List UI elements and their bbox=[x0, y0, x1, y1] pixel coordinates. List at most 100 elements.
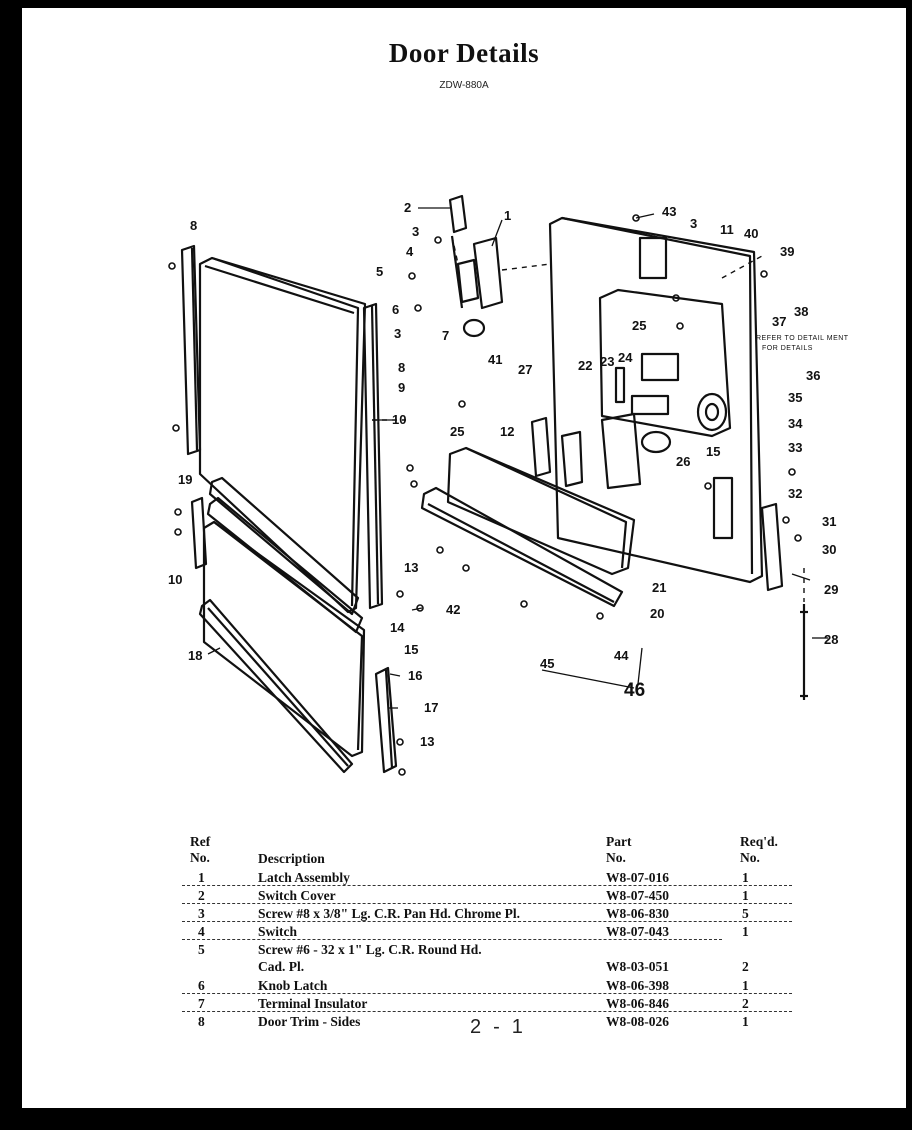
row-rule bbox=[182, 921, 792, 922]
table-row: 3 Screw #8 x 3/8" Lg. C.R. Pan Hd. Chrom… bbox=[182, 906, 792, 924]
table-row: 4 Switch W8-07-043 1 bbox=[182, 924, 792, 942]
header-part-line1: Part bbox=[606, 834, 632, 849]
callout-32: 32 bbox=[788, 486, 802, 501]
callout-33: 33 bbox=[788, 440, 802, 455]
callout-24: 24 bbox=[618, 350, 633, 365]
row-ref: 8 bbox=[198, 1014, 205, 1029]
callout-10b: 10 bbox=[168, 572, 182, 587]
callout-42: 42 bbox=[446, 602, 460, 617]
part-dispenser-cup bbox=[600, 412, 642, 490]
header-description: Description bbox=[258, 851, 325, 866]
diagram-sheet: Door Details ZDW-880A bbox=[22, 8, 906, 1108]
callout-28: 28 bbox=[824, 632, 838, 647]
table-row: 7 Terminal Insulator W8-06-846 2 bbox=[182, 996, 792, 1014]
callout-2: 2 bbox=[404, 200, 411, 215]
callout-14: 14 bbox=[390, 620, 405, 635]
part-knob bbox=[640, 430, 672, 454]
row-qty: 5 bbox=[742, 906, 749, 921]
callout-13b: 13 bbox=[420, 734, 434, 749]
row-qty: 2 bbox=[742, 959, 749, 974]
callout-25b: 25 bbox=[450, 424, 464, 439]
row-qty: 1 bbox=[742, 924, 749, 939]
part-switch-bracket bbox=[712, 476, 734, 540]
row-description: Switch Cover bbox=[258, 888, 336, 903]
row-description: Switch bbox=[258, 924, 298, 939]
callout-13: 13 bbox=[404, 560, 418, 575]
row-qty: 1 bbox=[742, 1014, 749, 1029]
callout-3b: 3 bbox=[394, 326, 401, 341]
callout-21: 21 bbox=[652, 580, 666, 595]
part-bottom-strip bbox=[198, 598, 354, 774]
callout-7: 7 bbox=[442, 328, 449, 343]
callout-31: 31 bbox=[822, 514, 836, 529]
header-req-line2: No. bbox=[740, 850, 760, 865]
part-dial-assembly bbox=[696, 392, 728, 432]
row-description: Terminal Insulator bbox=[258, 996, 368, 1011]
row-part: W8-06-846 bbox=[606, 996, 669, 1011]
callout-22: 22 bbox=[578, 358, 592, 373]
row-part: W8-06-830 bbox=[606, 906, 669, 921]
part-channel-frame-lower bbox=[420, 486, 624, 608]
callout-44: 44 bbox=[614, 648, 629, 663]
header-ref: Ref No. bbox=[190, 834, 210, 866]
row-description: Latch Assembly bbox=[258, 870, 350, 885]
row-part: W8-07-043 bbox=[606, 924, 669, 939]
callout-46: 46 bbox=[624, 680, 645, 701]
callout-9: 9 bbox=[398, 380, 405, 395]
row-part: W8-03-051 bbox=[606, 959, 669, 974]
part-liner-recess bbox=[598, 288, 732, 438]
row-rule bbox=[182, 903, 792, 904]
callout-36: 36 bbox=[806, 368, 820, 383]
row-rule bbox=[182, 1011, 792, 1012]
row-ref: 7 bbox=[198, 996, 205, 1011]
callout-19: 19 bbox=[178, 472, 192, 487]
exploded-door-diagram: 1 2 3 3 3 4 5 6 7 8 8 9 10 10 11 12 13 1… bbox=[168, 194, 848, 776]
callout-11: 11 bbox=[720, 222, 734, 237]
part-kick-strip-upper bbox=[208, 476, 360, 616]
callout-27: 27 bbox=[518, 362, 532, 377]
page-mark: 2-1 bbox=[470, 1016, 535, 1038]
callout-5: 5 bbox=[376, 264, 383, 279]
callout-10: 10 bbox=[392, 412, 406, 427]
part-end-cap bbox=[374, 666, 398, 774]
row-ref: 2 bbox=[198, 888, 205, 903]
row-qty: 1 bbox=[742, 888, 749, 903]
callout-23: 23 bbox=[600, 354, 614, 369]
header-part: Part No. bbox=[606, 834, 631, 866]
callout-leaders bbox=[207, 207, 828, 709]
callout-numbers: 1 2 3 3 3 4 5 6 7 8 8 9 10 10 11 12 13 1… bbox=[168, 200, 848, 749]
row-ref: 6 bbox=[198, 978, 205, 993]
header-ref-line2: No. bbox=[190, 850, 210, 865]
callout-20: 20 bbox=[650, 606, 664, 621]
model-number: ZDW-880A bbox=[439, 80, 489, 91]
callout-40: 40 bbox=[744, 226, 758, 241]
callout-37: 37 bbox=[772, 314, 786, 329]
callout-29: 29 bbox=[824, 582, 838, 597]
row-part: W8-07-450 bbox=[606, 888, 669, 903]
row-part: W8-07-016 bbox=[606, 870, 669, 885]
callout-30: 30 bbox=[822, 542, 836, 557]
callout-38: 38 bbox=[794, 304, 808, 319]
part-latch-assembly bbox=[448, 194, 504, 338]
row-ref: 4 bbox=[198, 924, 205, 939]
row-ref: 5 bbox=[198, 942, 205, 957]
callout-43: 43 bbox=[662, 204, 676, 219]
callout-39: 39 bbox=[780, 244, 794, 259]
callout-3: 3 bbox=[412, 224, 419, 239]
callout-34: 34 bbox=[788, 416, 803, 431]
header-ref-line1: Ref bbox=[190, 834, 211, 849]
row-description: Screw #6 - 32 x 1" Lg. C.R. Round Hd. bbox=[258, 942, 482, 957]
part-switch-block bbox=[640, 352, 680, 382]
page-title: Door Details bbox=[388, 38, 540, 68]
callout-8: 8 bbox=[190, 218, 197, 233]
table-row: 6 Knob Latch W8-06-398 1 bbox=[182, 978, 792, 996]
part-lower-trim-left bbox=[190, 496, 208, 570]
row-ref: 3 bbox=[198, 906, 205, 921]
callout-6: 6 bbox=[392, 302, 399, 317]
diagram-screws bbox=[168, 214, 802, 776]
diagram-parts bbox=[168, 194, 828, 776]
part-hinge-bracket-right bbox=[760, 502, 784, 592]
callout-16: 16 bbox=[408, 668, 422, 683]
row-rule bbox=[182, 885, 792, 886]
diagram-note-line2: FOR DETAILS bbox=[762, 345, 813, 352]
